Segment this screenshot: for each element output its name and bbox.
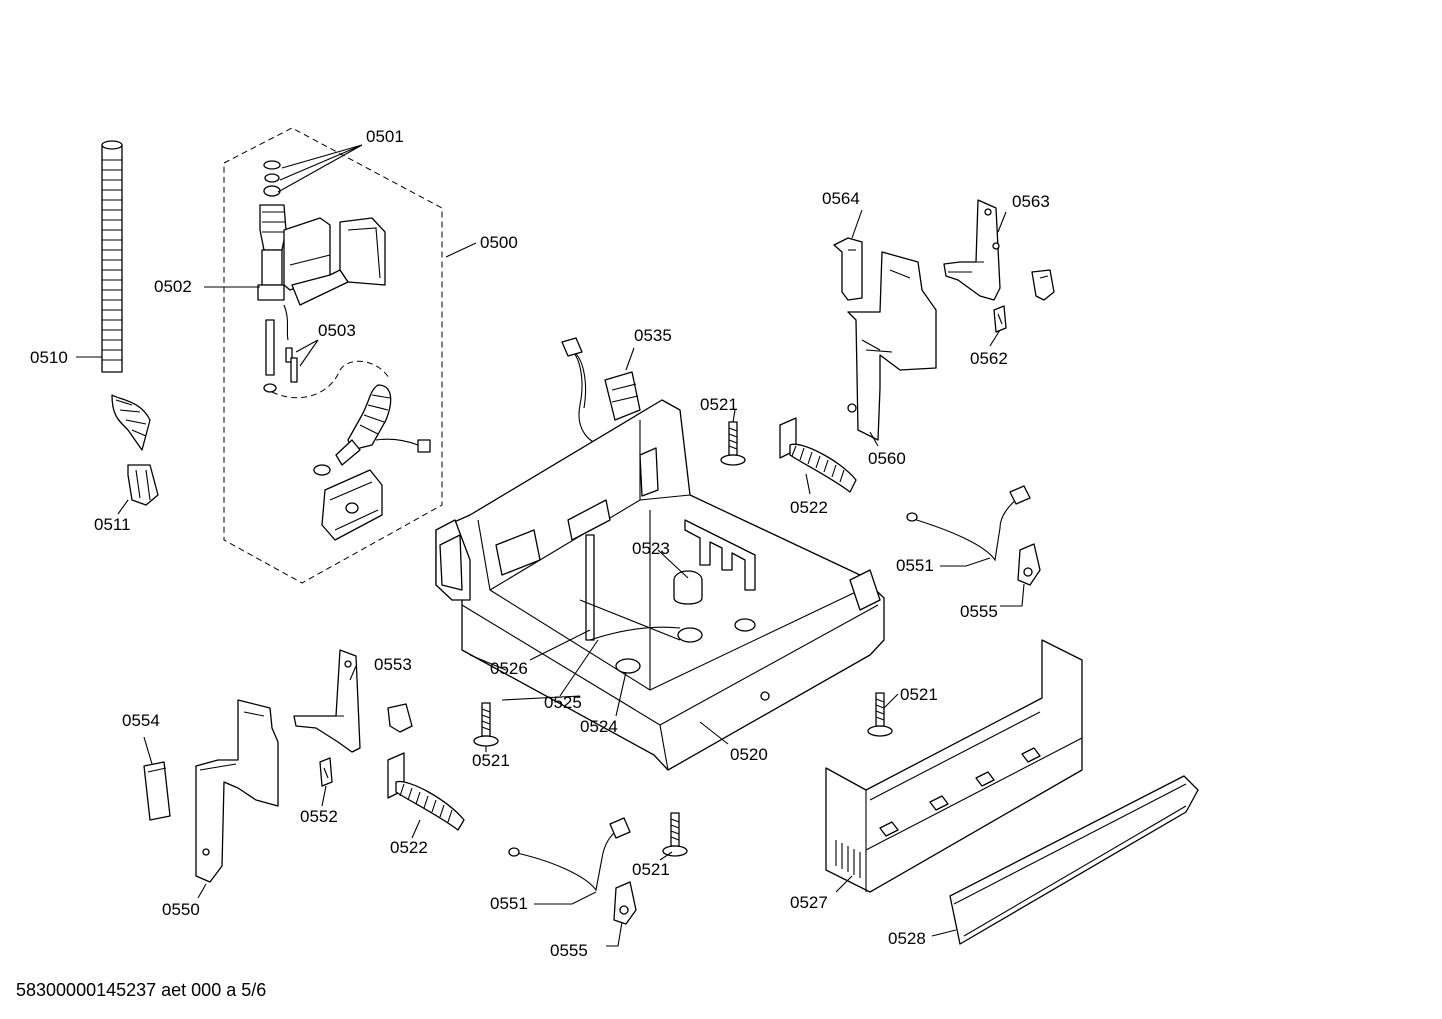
bracket-0560 xyxy=(847,251,937,441)
label-0524: 0524 xyxy=(580,717,618,736)
label-0502: 0502 xyxy=(154,277,192,296)
assembly-0500-boundary xyxy=(223,127,443,584)
label-0552: 0552 xyxy=(300,807,338,826)
label-0555-right: 0555 xyxy=(960,602,998,621)
label-0521-top: 0521 xyxy=(700,395,738,414)
bracket-0563 xyxy=(943,199,1001,301)
label-0563: 0563 xyxy=(1012,192,1050,211)
spring-foot-0522-bottom xyxy=(387,752,465,831)
label-0510: 0510 xyxy=(30,348,68,367)
sensor-0555-bottom xyxy=(613,881,637,925)
cover-0554 xyxy=(143,761,171,821)
label-0525: 0525 xyxy=(544,693,582,712)
drain-hose-0510 xyxy=(101,140,151,451)
spring-foot-0522-top xyxy=(779,417,857,493)
label-0511: 0511 xyxy=(94,515,131,534)
document-footer-id: 58300000145237 aet 000 a 5/6 xyxy=(16,980,267,1000)
clip-0511 xyxy=(127,464,159,506)
label-0535: 0535 xyxy=(634,326,672,345)
label-0526: 0526 xyxy=(490,659,528,678)
label-0562: 0562 xyxy=(970,349,1008,368)
label-0554: 0554 xyxy=(122,711,160,730)
label-0527: 0527 xyxy=(790,893,828,912)
label-0522-top: 0522 xyxy=(790,498,828,517)
base-tub-0520 xyxy=(435,399,885,771)
screw-0521-top xyxy=(720,421,746,466)
valve-0502 xyxy=(257,160,386,306)
clip-0552 xyxy=(319,757,333,787)
sensor-cable-0551-bottom xyxy=(508,817,631,892)
bracket-0553 xyxy=(293,649,361,753)
label-0550: 0550 xyxy=(162,900,200,919)
bracket-0564 xyxy=(833,237,863,301)
bracket-0550 xyxy=(195,699,279,883)
label-0555-bottom: 0555 xyxy=(550,941,588,960)
screw-0521-mid-left xyxy=(473,702,499,747)
label-0503: 0503 xyxy=(318,321,356,340)
label-0500: 0500 xyxy=(480,233,518,252)
sensor-cable-0551-right xyxy=(906,485,1031,562)
label-0551-bottom: 0551 xyxy=(490,894,528,913)
small-part-0553 xyxy=(387,703,413,733)
label-0553: 0553 xyxy=(374,655,412,674)
inlet-hose xyxy=(271,360,431,476)
label-0560: 0560 xyxy=(868,449,906,468)
clip-0562 xyxy=(993,305,1007,333)
label-0501: 0501 xyxy=(366,127,404,146)
label-0522-bottom: 0522 xyxy=(390,838,428,857)
trim-0528 xyxy=(949,775,1199,945)
small-part-0563 xyxy=(1031,269,1055,301)
label-0520: 0520 xyxy=(730,745,768,764)
leader-lines xyxy=(76,144,1025,947)
screw-0521-mid-right xyxy=(867,692,893,737)
screw-0521-bottom xyxy=(662,812,688,857)
bracket-0500 xyxy=(321,469,383,541)
label-0528: 0528 xyxy=(888,929,926,948)
label-0521-mid-right: 0521 xyxy=(900,685,938,704)
sensor-0555-right xyxy=(1017,543,1041,586)
label-0564: 0564 xyxy=(822,189,860,208)
cable-0535 xyxy=(561,337,641,446)
label-0551-right: 0551 xyxy=(896,556,934,575)
label-0521-mid-left: 0521 xyxy=(472,751,510,770)
label-0521-bottom: 0521 xyxy=(632,860,670,879)
label-0523: 0523 xyxy=(632,539,670,558)
plinth-0527 xyxy=(825,639,1083,893)
parts-0503 xyxy=(263,304,298,393)
